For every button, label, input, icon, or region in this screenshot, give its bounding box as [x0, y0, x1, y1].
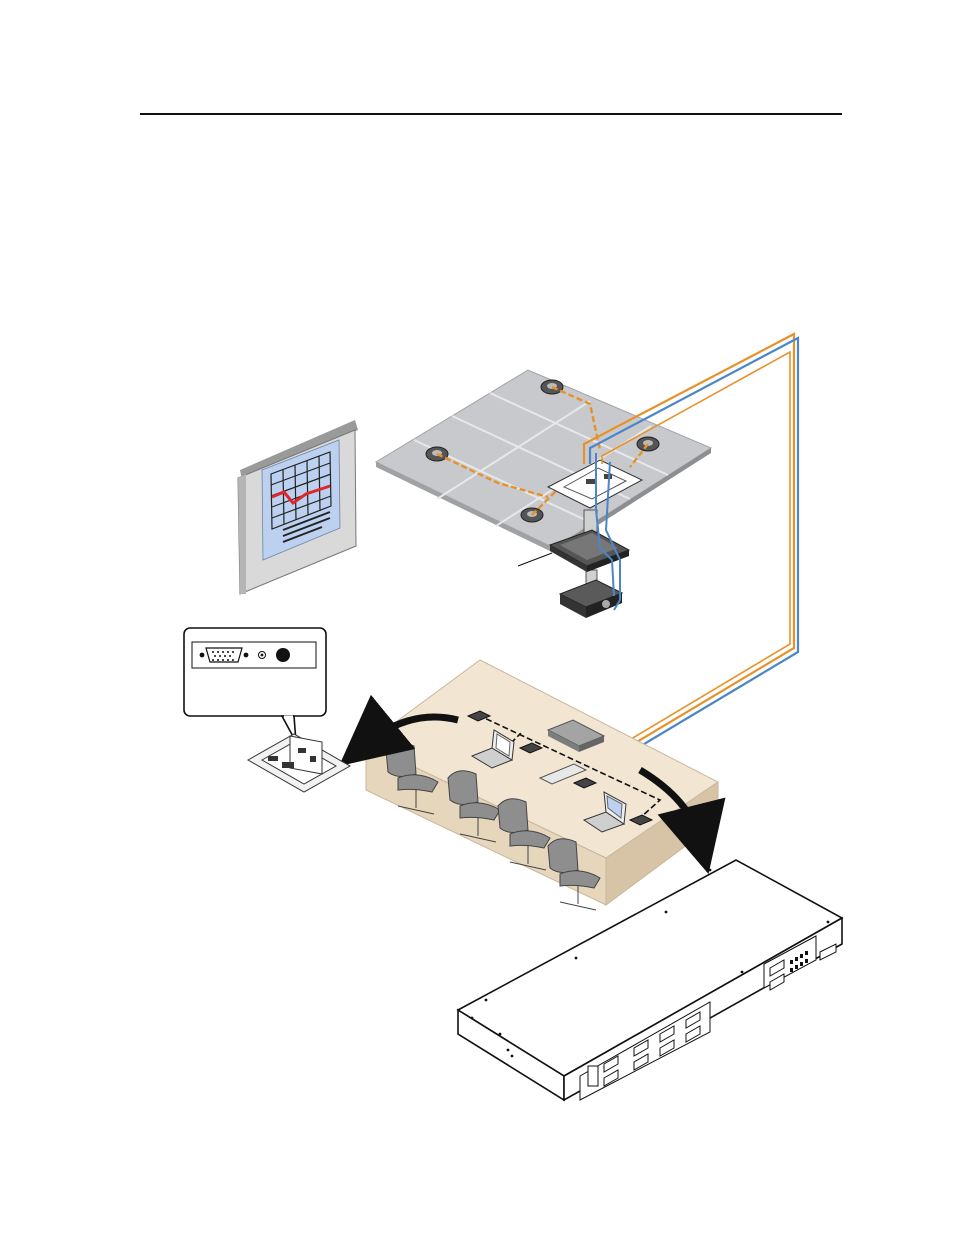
callout-connector-panel [184, 628, 326, 742]
button-icon [276, 648, 290, 662]
popup-cable-cubby [248, 734, 350, 792]
ceiling-tiles [376, 370, 711, 553]
audio-jack-icon [259, 652, 266, 659]
projection-screen [238, 420, 358, 594]
rack-switcher [458, 860, 842, 1100]
